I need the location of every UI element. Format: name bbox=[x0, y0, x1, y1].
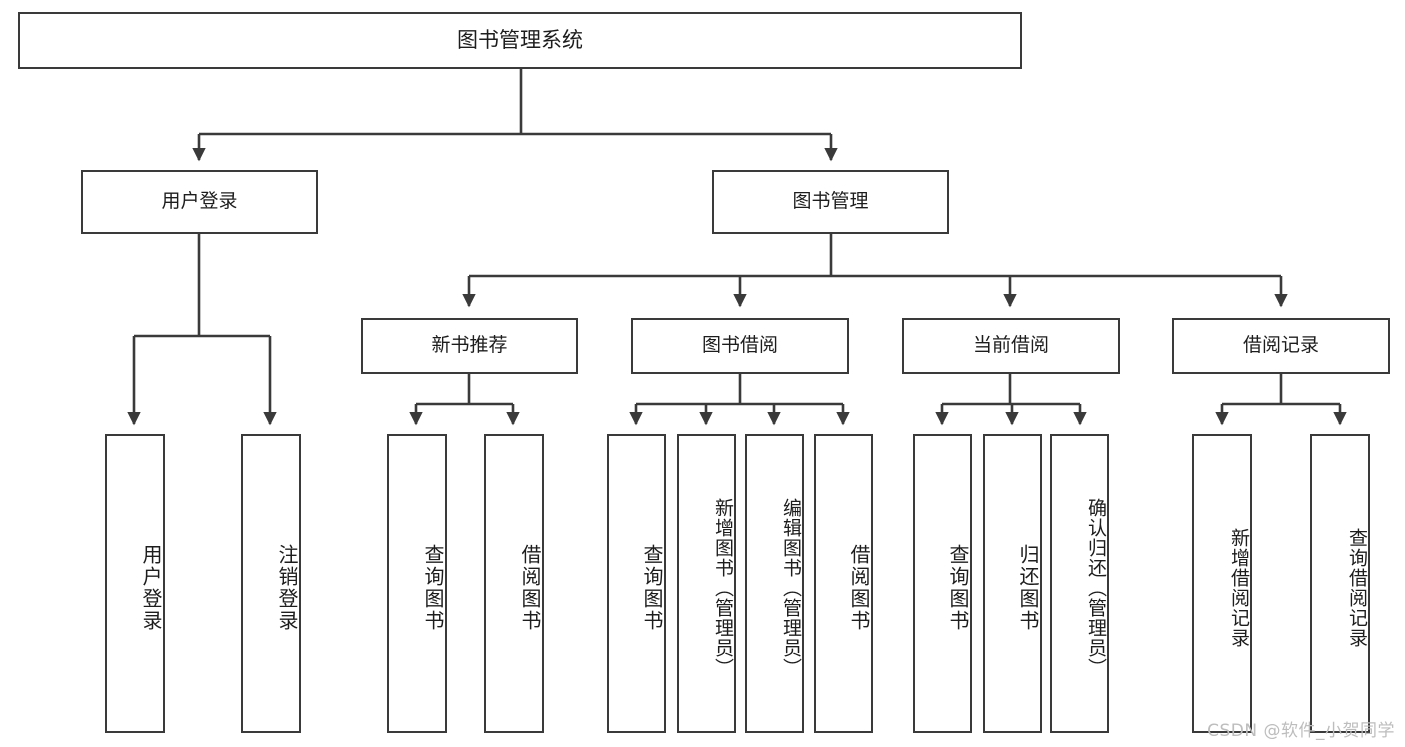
node-current-borrow[interactable]: 当前借阅 bbox=[902, 318, 1120, 374]
node-leaf-add-book[interactable]: 新增图书（管理员） bbox=[677, 434, 736, 733]
node-root-system[interactable]: 图书管理系统 bbox=[18, 12, 1022, 69]
node-leaf-logout-login[interactable]: 注销登录 bbox=[241, 434, 301, 733]
node-leaf-query-record-label: 查询借阅记录 bbox=[1346, 527, 1368, 648]
node-book-management[interactable]: 图书管理 bbox=[712, 170, 949, 234]
node-leaf-confirm-return[interactable]: 确认归还（管理员） bbox=[1050, 434, 1109, 733]
node-user-login-label: 用户登录 bbox=[161, 190, 238, 213]
node-current-borrow-label: 当前借阅 bbox=[972, 334, 1049, 357]
node-leaf-edit-book-label: 编辑图书（管理员） bbox=[780, 497, 802, 678]
node-leaf-add-record[interactable]: 新增借阅记录 bbox=[1192, 434, 1252, 733]
watermark: CSDN @软件_小贺同学 bbox=[1207, 721, 1395, 741]
node-leaf-query-book-3-label: 查询图书 bbox=[946, 543, 970, 632]
node-leaf-query-book-1[interactable]: 查询图书 bbox=[387, 434, 447, 733]
node-leaf-borrow-book-1[interactable]: 借阅图书 bbox=[484, 434, 544, 733]
node-leaf-add-book-label: 新增图书（管理员） bbox=[712, 497, 734, 678]
node-leaf-borrow-book-1-label: 借阅图书 bbox=[518, 543, 542, 632]
node-leaf-query-book-2[interactable]: 查询图书 bbox=[607, 434, 666, 733]
node-leaf-logout-login-label: 注销登录 bbox=[275, 543, 299, 632]
node-leaf-user-login[interactable]: 用户登录 bbox=[105, 434, 165, 733]
node-new-book-recommend-label: 新书推荐 bbox=[431, 334, 508, 357]
node-leaf-return-book[interactable]: 归还图书 bbox=[983, 434, 1042, 733]
node-new-book-recommend[interactable]: 新书推荐 bbox=[361, 318, 578, 374]
node-borrow-record[interactable]: 借阅记录 bbox=[1172, 318, 1390, 374]
node-leaf-user-login-label: 用户登录 bbox=[139, 543, 163, 632]
node-leaf-borrow-book-2-label: 借阅图书 bbox=[847, 543, 871, 632]
node-leaf-query-book-3[interactable]: 查询图书 bbox=[913, 434, 972, 733]
node-leaf-query-record[interactable]: 查询借阅记录 bbox=[1310, 434, 1370, 733]
node-book-borrow-label: 图书借阅 bbox=[701, 334, 778, 357]
node-book-management-label: 图书管理 bbox=[792, 190, 869, 213]
node-leaf-query-book-1-label: 查询图书 bbox=[421, 543, 445, 632]
node-leaf-borrow-book-2[interactable]: 借阅图书 bbox=[814, 434, 873, 733]
node-user-login[interactable]: 用户登录 bbox=[81, 170, 318, 234]
node-book-borrow[interactable]: 图书借阅 bbox=[631, 318, 849, 374]
node-leaf-return-book-label: 归还图书 bbox=[1016, 543, 1040, 632]
node-leaf-query-book-2-label: 查询图书 bbox=[640, 543, 664, 632]
node-root-label: 图书管理系统 bbox=[457, 28, 583, 53]
node-leaf-edit-book[interactable]: 编辑图书（管理员） bbox=[745, 434, 804, 733]
node-borrow-record-label: 借阅记录 bbox=[1242, 334, 1319, 357]
node-leaf-add-record-label: 新增借阅记录 bbox=[1228, 527, 1250, 648]
node-leaf-confirm-return-label: 确认归还（管理员） bbox=[1085, 497, 1107, 678]
